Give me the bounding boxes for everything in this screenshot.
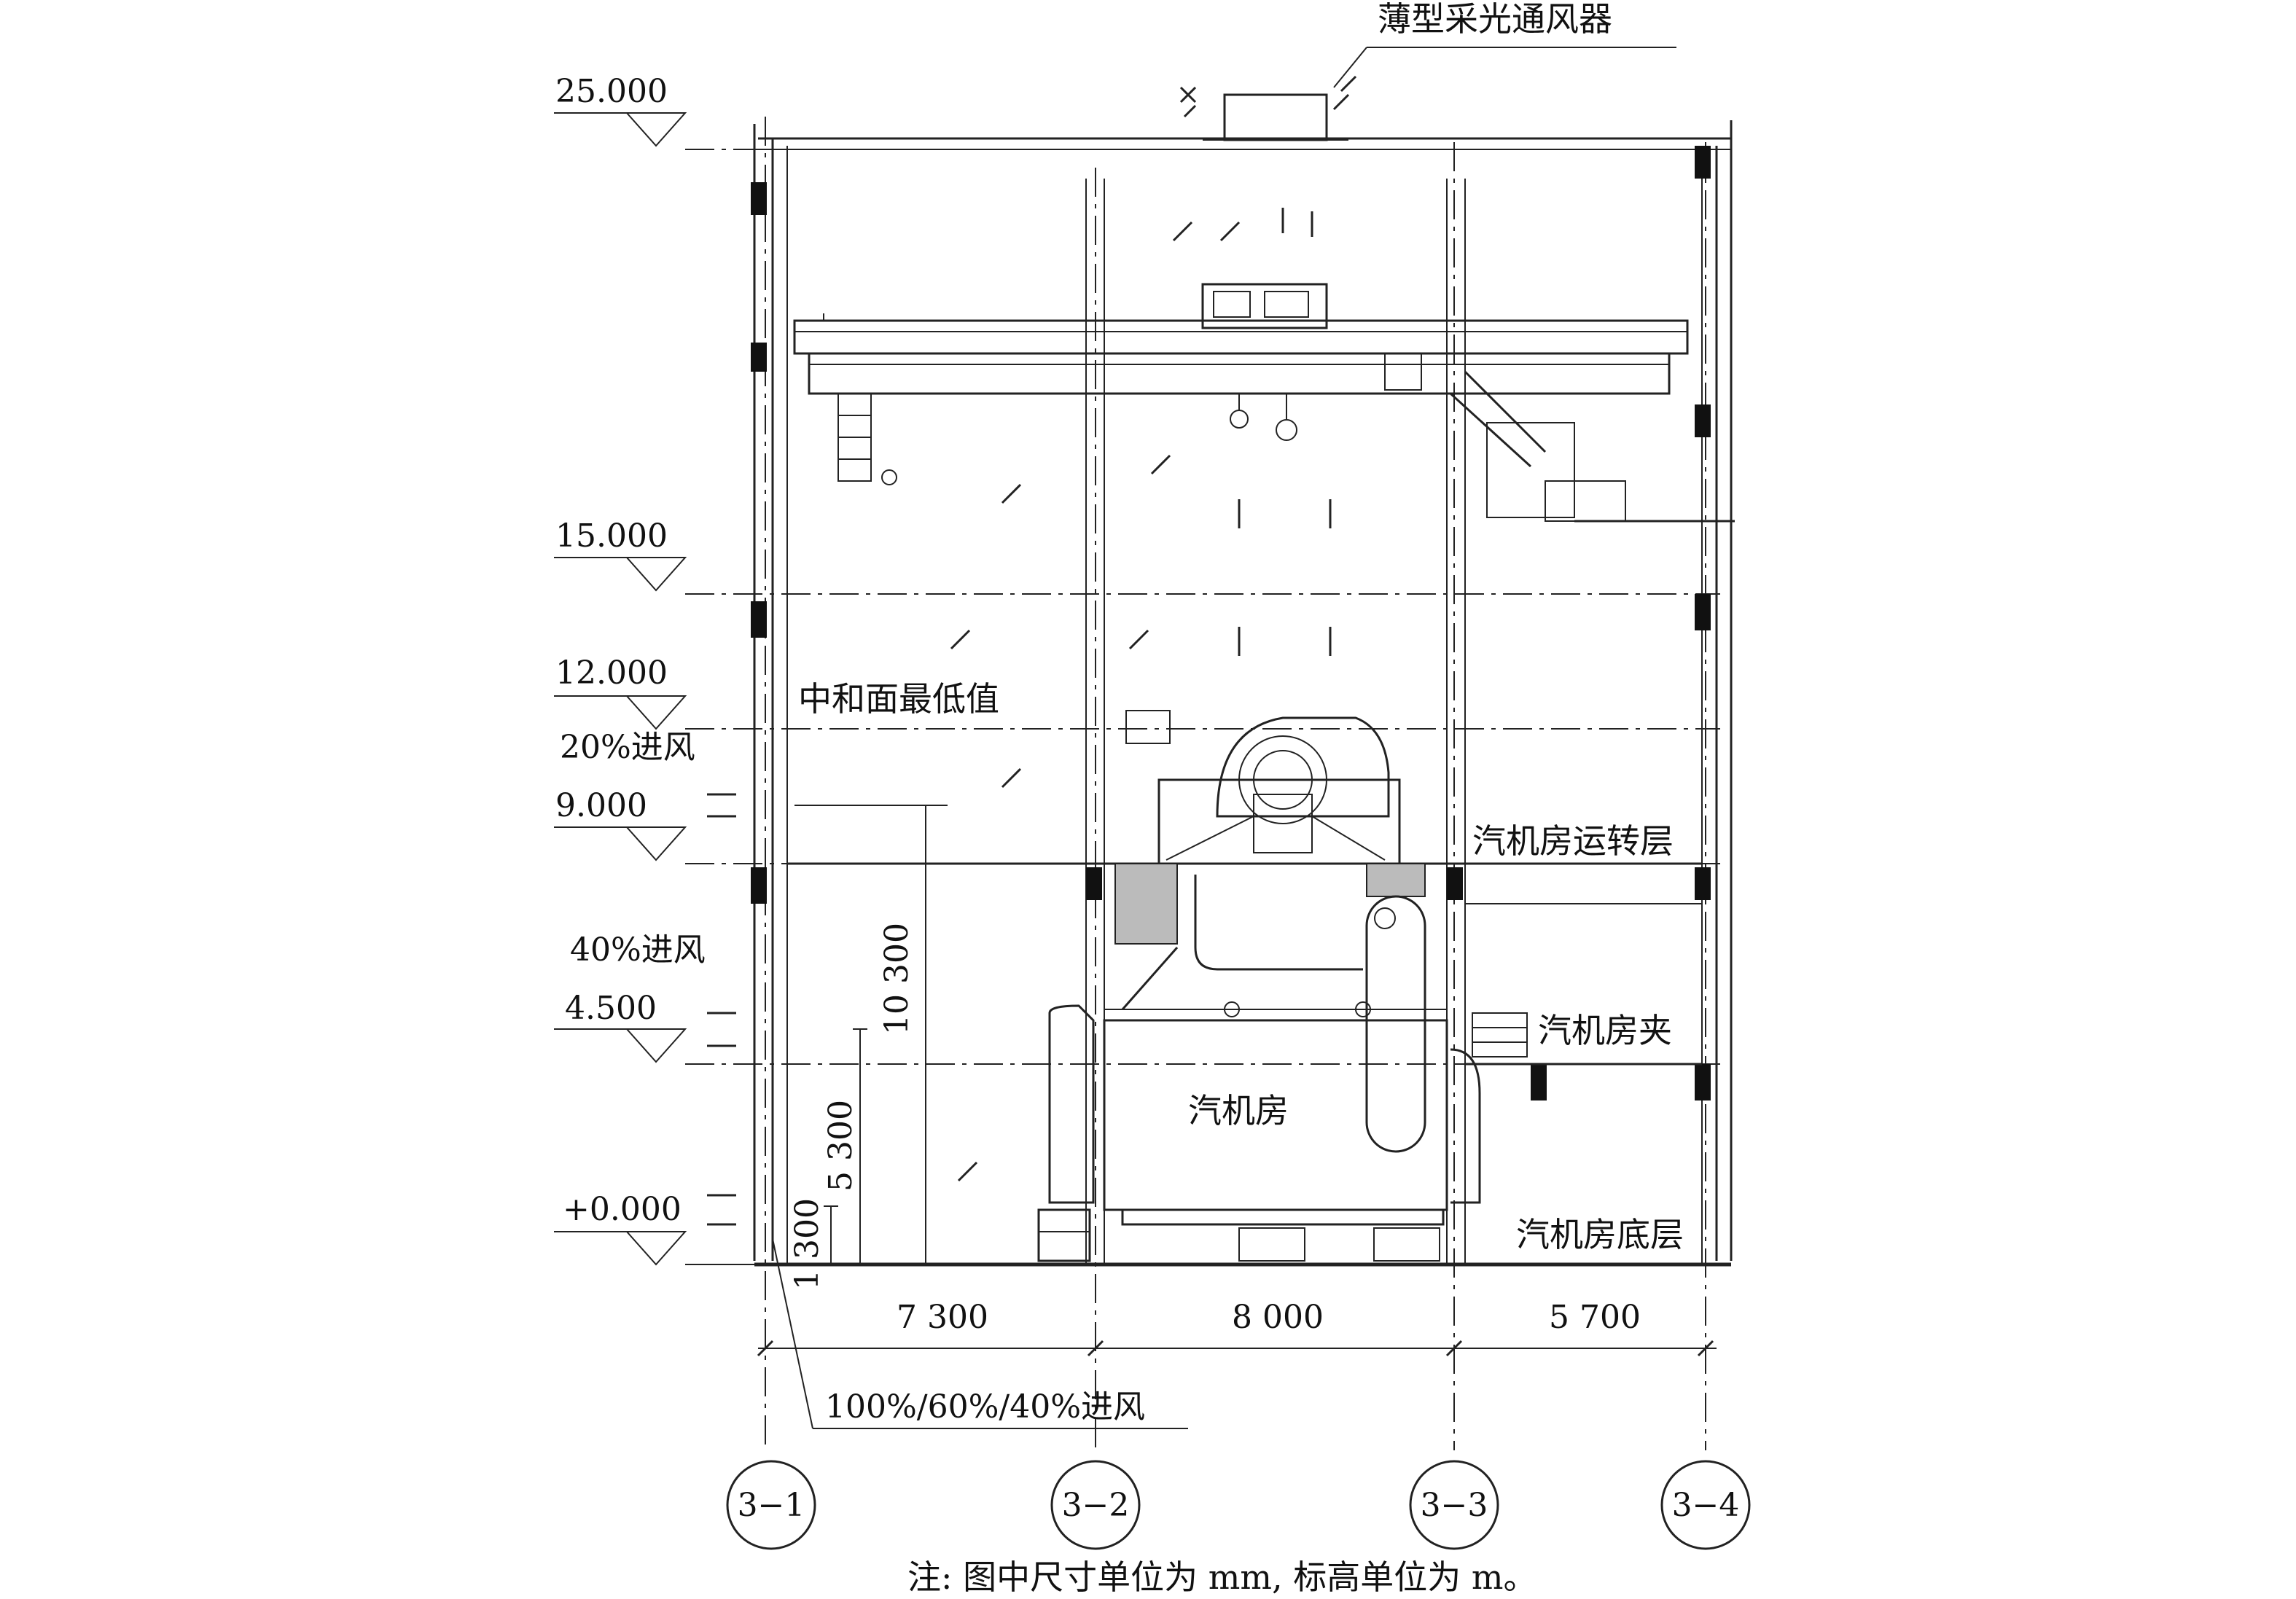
axis-label: 3−4: [1672, 1487, 1740, 1524]
dimension-10300: 10 300: [878, 923, 915, 1035]
axis-bubble-3-4: 3−4: [1660, 1460, 1751, 1550]
elevation-label: 15.000: [555, 517, 668, 555]
span-3-1-3-2: 7 300: [897, 1299, 988, 1336]
elevation-label: +0.000: [563, 1191, 682, 1228]
elevation-marker-15: 15.000: [554, 517, 687, 592]
elevation-marker-0: +0.000: [554, 1191, 687, 1266]
axis-label: 3−2: [1062, 1487, 1130, 1524]
inlet-label-20: 20%进风: [560, 729, 695, 766]
axis-bubble-3-2: 3−2: [1050, 1460, 1141, 1550]
elevation-label: 12.000: [555, 654, 668, 692]
neutral-plane-label: 中和面最低值: [798, 679, 999, 719]
elevation-label: 9.000: [555, 787, 647, 824]
axis-label: 3−1: [738, 1487, 805, 1524]
ground-floor-label: 汽机房底层: [1516, 1215, 1684, 1254]
elevation-marker-9: 9.000: [554, 787, 687, 861]
span-dimensions: 7 300 8 000 5 700: [757, 1299, 1717, 1357]
span-3-3-3-4: 5 700: [1549, 1299, 1641, 1336]
elevation-marker-4-5: 4.500: [554, 990, 687, 1063]
elevation-label: 25.000: [555, 73, 668, 110]
dimension-1300: 1 300: [789, 1198, 826, 1290]
vertical-dimensions: 10 300 5 300 1 300: [789, 805, 948, 1290]
turbine-hall-label: 汽机房: [1188, 1091, 1289, 1130]
turbine-generator: [787, 710, 1702, 1262]
operating-floor-label: 汽机房运转层: [1472, 821, 1674, 861]
elevation-marker-12: 12.000: [554, 654, 687, 730]
axis-bubble-3-3: 3−3: [1409, 1460, 1499, 1550]
bottom-inlet-label: 100%/60%/40%进风: [825, 1388, 1145, 1426]
leader-lines: [772, 47, 1676, 1429]
elevation-label: 4.500: [565, 990, 657, 1027]
column-axes: [765, 117, 1706, 1450]
elevation-marker-25: 25.000: [554, 73, 687, 147]
dimension-5300: 5 300: [822, 1100, 859, 1192]
airflow-arrows: [707, 75, 1357, 1226]
inlet-label-40: 40%进风: [570, 931, 706, 969]
footnote: 注: 图中尺寸单位为 mm, 标高单位为 m。: [907, 1557, 1536, 1597]
mezzanine-label: 汽机房夹: [1538, 1011, 1672, 1050]
axis-label: 3−3: [1421, 1487, 1488, 1524]
axis-bubble-3-1: 3−1: [726, 1460, 816, 1550]
span-3-2-3-3: 8 000: [1232, 1299, 1324, 1336]
column-blocks: [751, 146, 1711, 1100]
overhead-crane: [793, 283, 1735, 523]
skylight-label: 薄型采光通风器: [1378, 0, 1612, 39]
